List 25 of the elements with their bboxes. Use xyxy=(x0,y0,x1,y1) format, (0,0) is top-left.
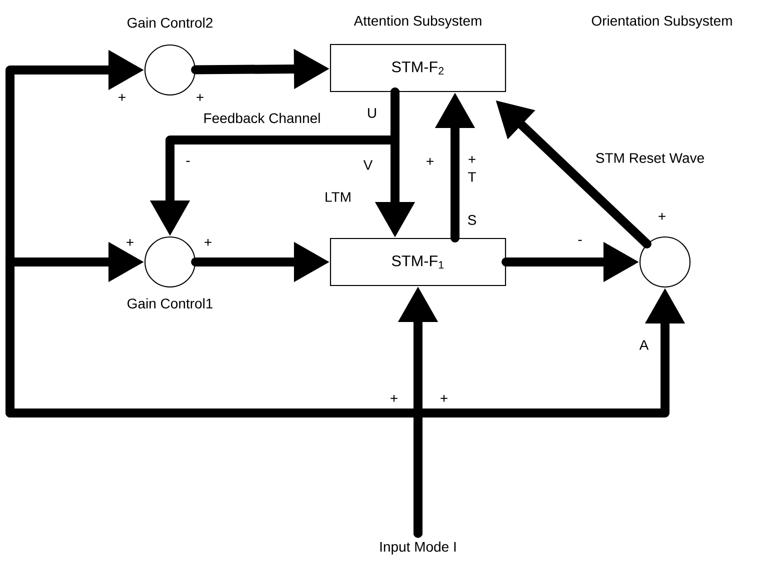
signal-label: + xyxy=(426,158,434,165)
signal-label: + xyxy=(468,156,476,163)
signal-label: + xyxy=(390,394,398,402)
edge-label: STM Reset Wave xyxy=(594,152,706,164)
signal-label: Orientation Subsystem xyxy=(592,15,732,29)
summing-circle xyxy=(639,236,691,288)
signal-label: + xyxy=(440,394,448,402)
edge-label: LTM xyxy=(323,190,353,204)
signal-label: Attention Subsystem xyxy=(354,15,482,29)
edge-label: Feedback Channel xyxy=(202,112,322,124)
signal-label: - xyxy=(186,160,190,162)
node-label: Gain Control2 xyxy=(128,17,212,28)
signal-label: + xyxy=(196,94,204,101)
signal-label: + xyxy=(118,94,126,101)
input-label: Input Mode I xyxy=(380,541,456,555)
signal-label: + xyxy=(658,212,666,220)
signal-label: A xyxy=(639,340,649,350)
signal-label: S xyxy=(468,215,476,225)
signal-label: - xyxy=(578,240,582,241)
signal-label: V xyxy=(363,160,373,170)
node-label: Gain Control1 xyxy=(128,298,212,309)
signal-label: T xyxy=(468,172,476,182)
process-box: STM-F$_{1}$ xyxy=(330,238,506,286)
signal-label: U xyxy=(368,108,376,118)
process-box: STM-F$_{2}$ xyxy=(330,44,506,92)
